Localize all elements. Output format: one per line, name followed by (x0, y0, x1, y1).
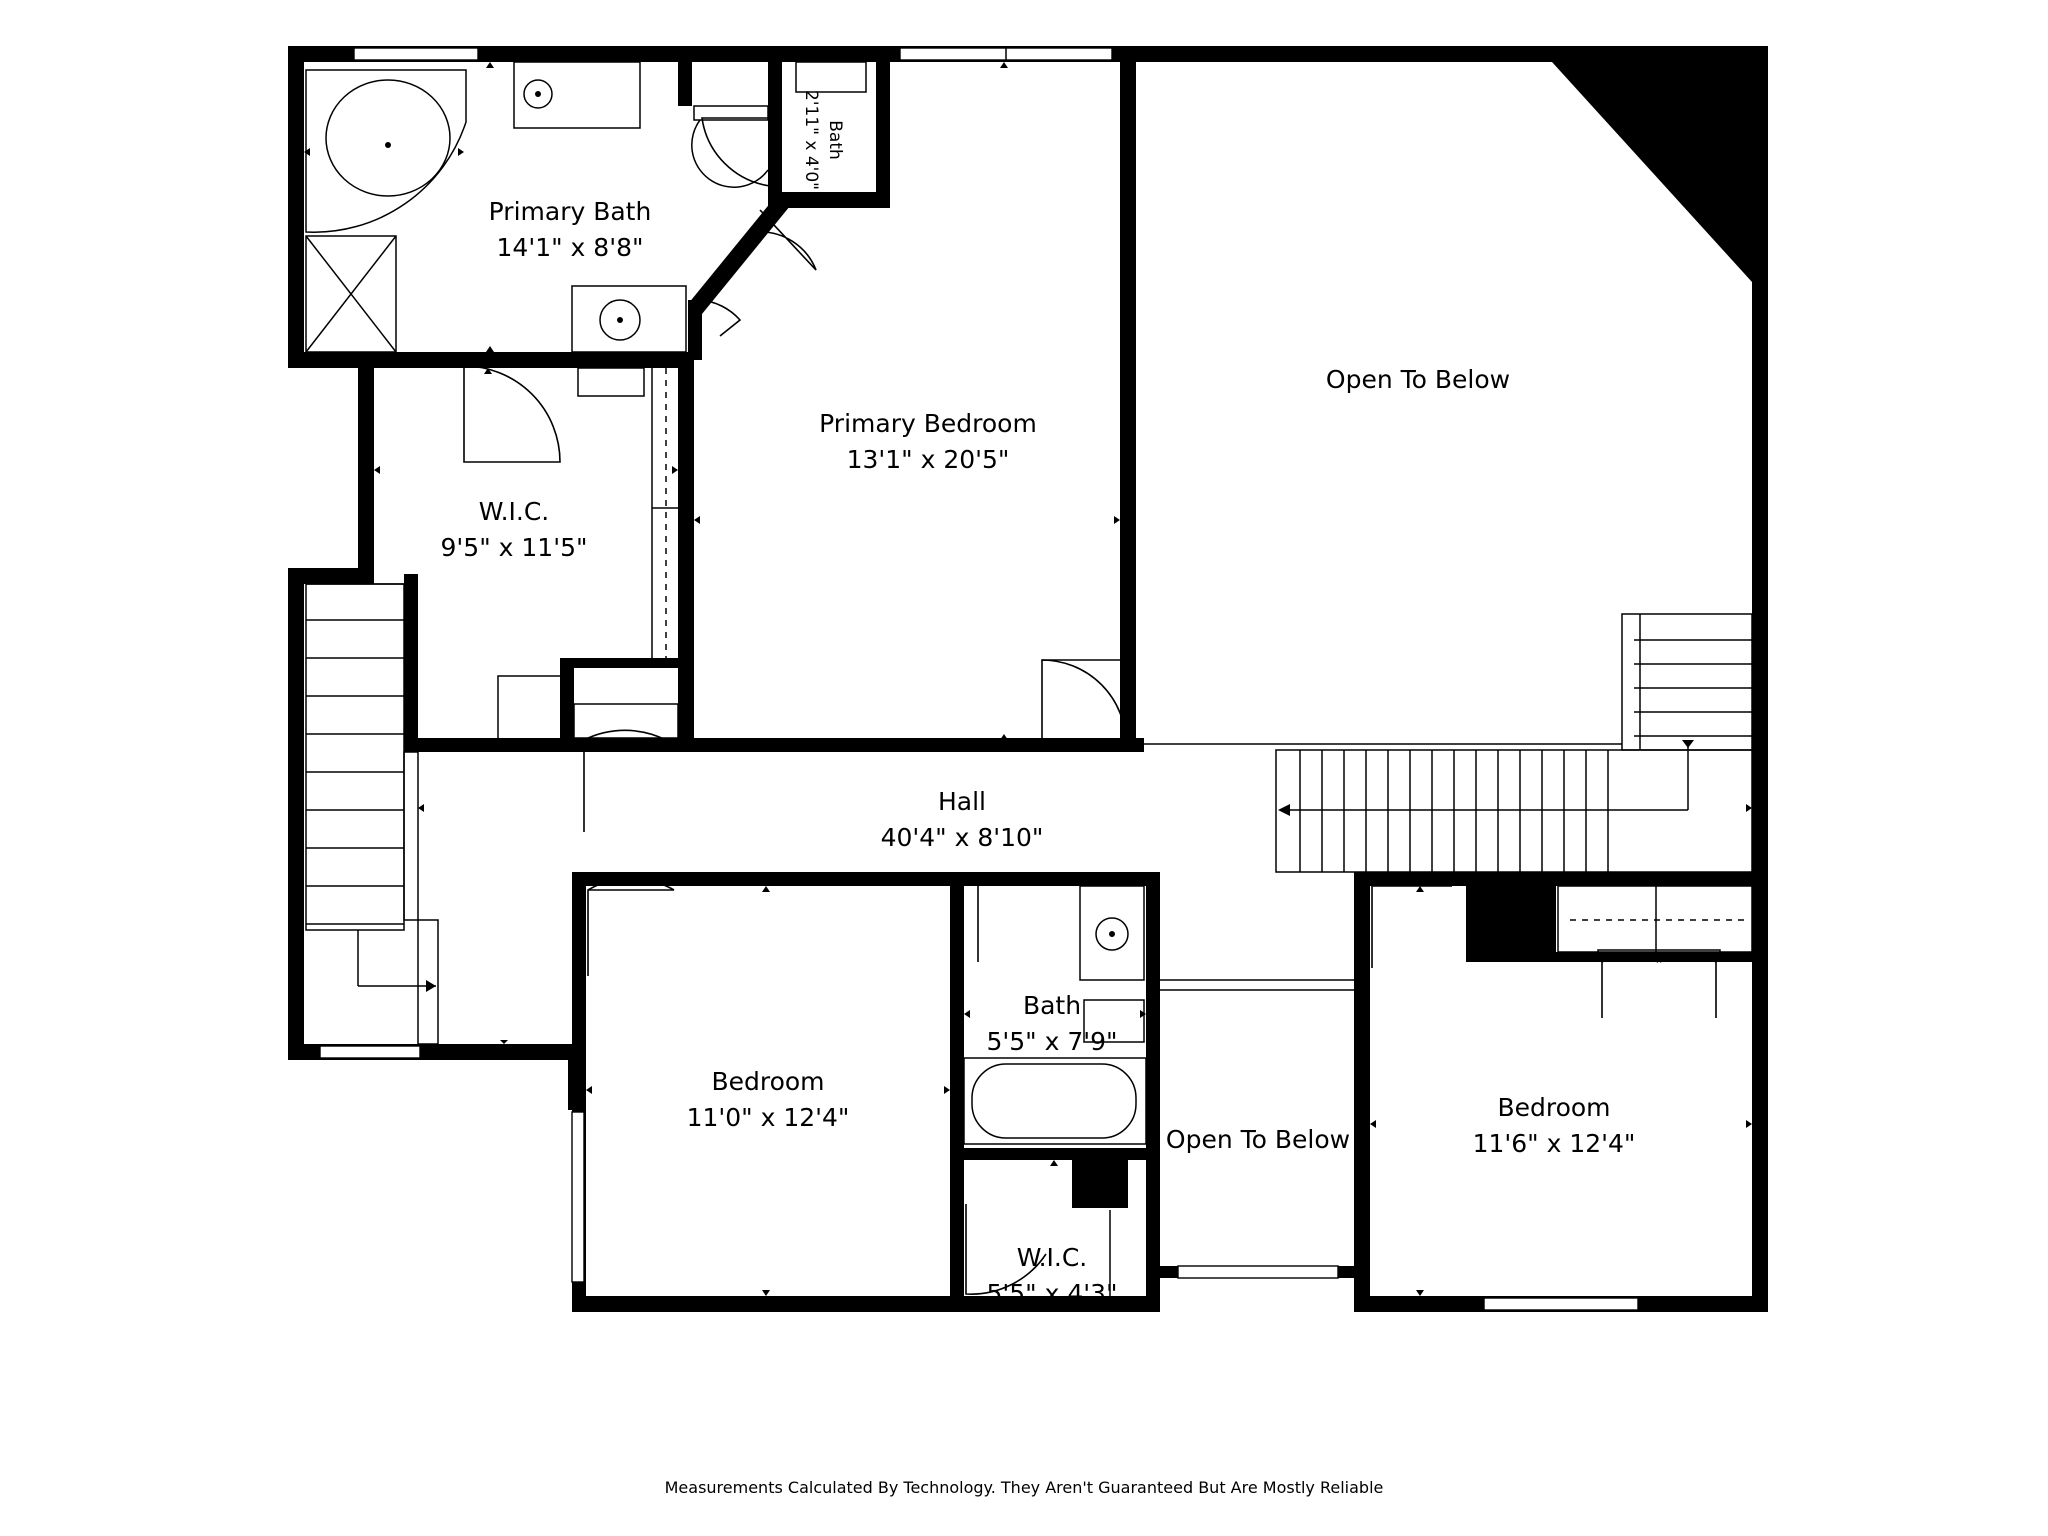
room-labels: Primary Bath 14'1" x 8'8" Bath 2'11" x 4… (441, 90, 1636, 1308)
bath-2-name: Bath (1023, 991, 1081, 1020)
bath-2-dims: 5'5" x 7'9" (986, 1027, 1117, 1056)
primary-bedroom-dims: 13'1" x 20'5" (847, 445, 1010, 474)
dimension-ticks (304, 62, 1752, 1296)
wic-2-name: W.I.C. (1017, 1243, 1088, 1272)
primary-bath-dims: 14'1" x 8'8" (497, 233, 644, 262)
open-to-below-2-name: Open To Below (1166, 1125, 1350, 1154)
fixtures (305, 61, 1753, 1296)
bedroom-2-name: Bedroom (1497, 1093, 1610, 1122)
bedroom-1-name: Bedroom (711, 1067, 824, 1096)
hall-name: Hall (938, 787, 986, 816)
measurement-disclaimer: Measurements Calculated By Technology. T… (664, 1478, 1384, 1497)
wic-dims: 9'5" x 11'5" (441, 533, 588, 562)
open-to-below-name: Open To Below (1326, 365, 1510, 394)
doors (463, 117, 1717, 1295)
small-bath-dims: 2'11" x 4'0" (801, 90, 821, 190)
primary-bath-name: Primary Bath (489, 197, 652, 226)
small-bath-name: Bath (825, 120, 845, 160)
stairs (305, 583, 1753, 1045)
windows (319, 47, 1639, 1311)
hall-dims: 40'4" x 8'10" (881, 823, 1044, 852)
bedroom-2-dims: 11'6" x 12'4" (1473, 1129, 1636, 1158)
primary-bedroom-name: Primary Bedroom (819, 409, 1037, 438)
bedroom-1-dims: 11'0" x 12'4" (687, 1103, 850, 1132)
wic-name: W.I.C. (479, 497, 550, 526)
wic-2-dims: 5'5" x 4'3" (986, 1279, 1117, 1308)
